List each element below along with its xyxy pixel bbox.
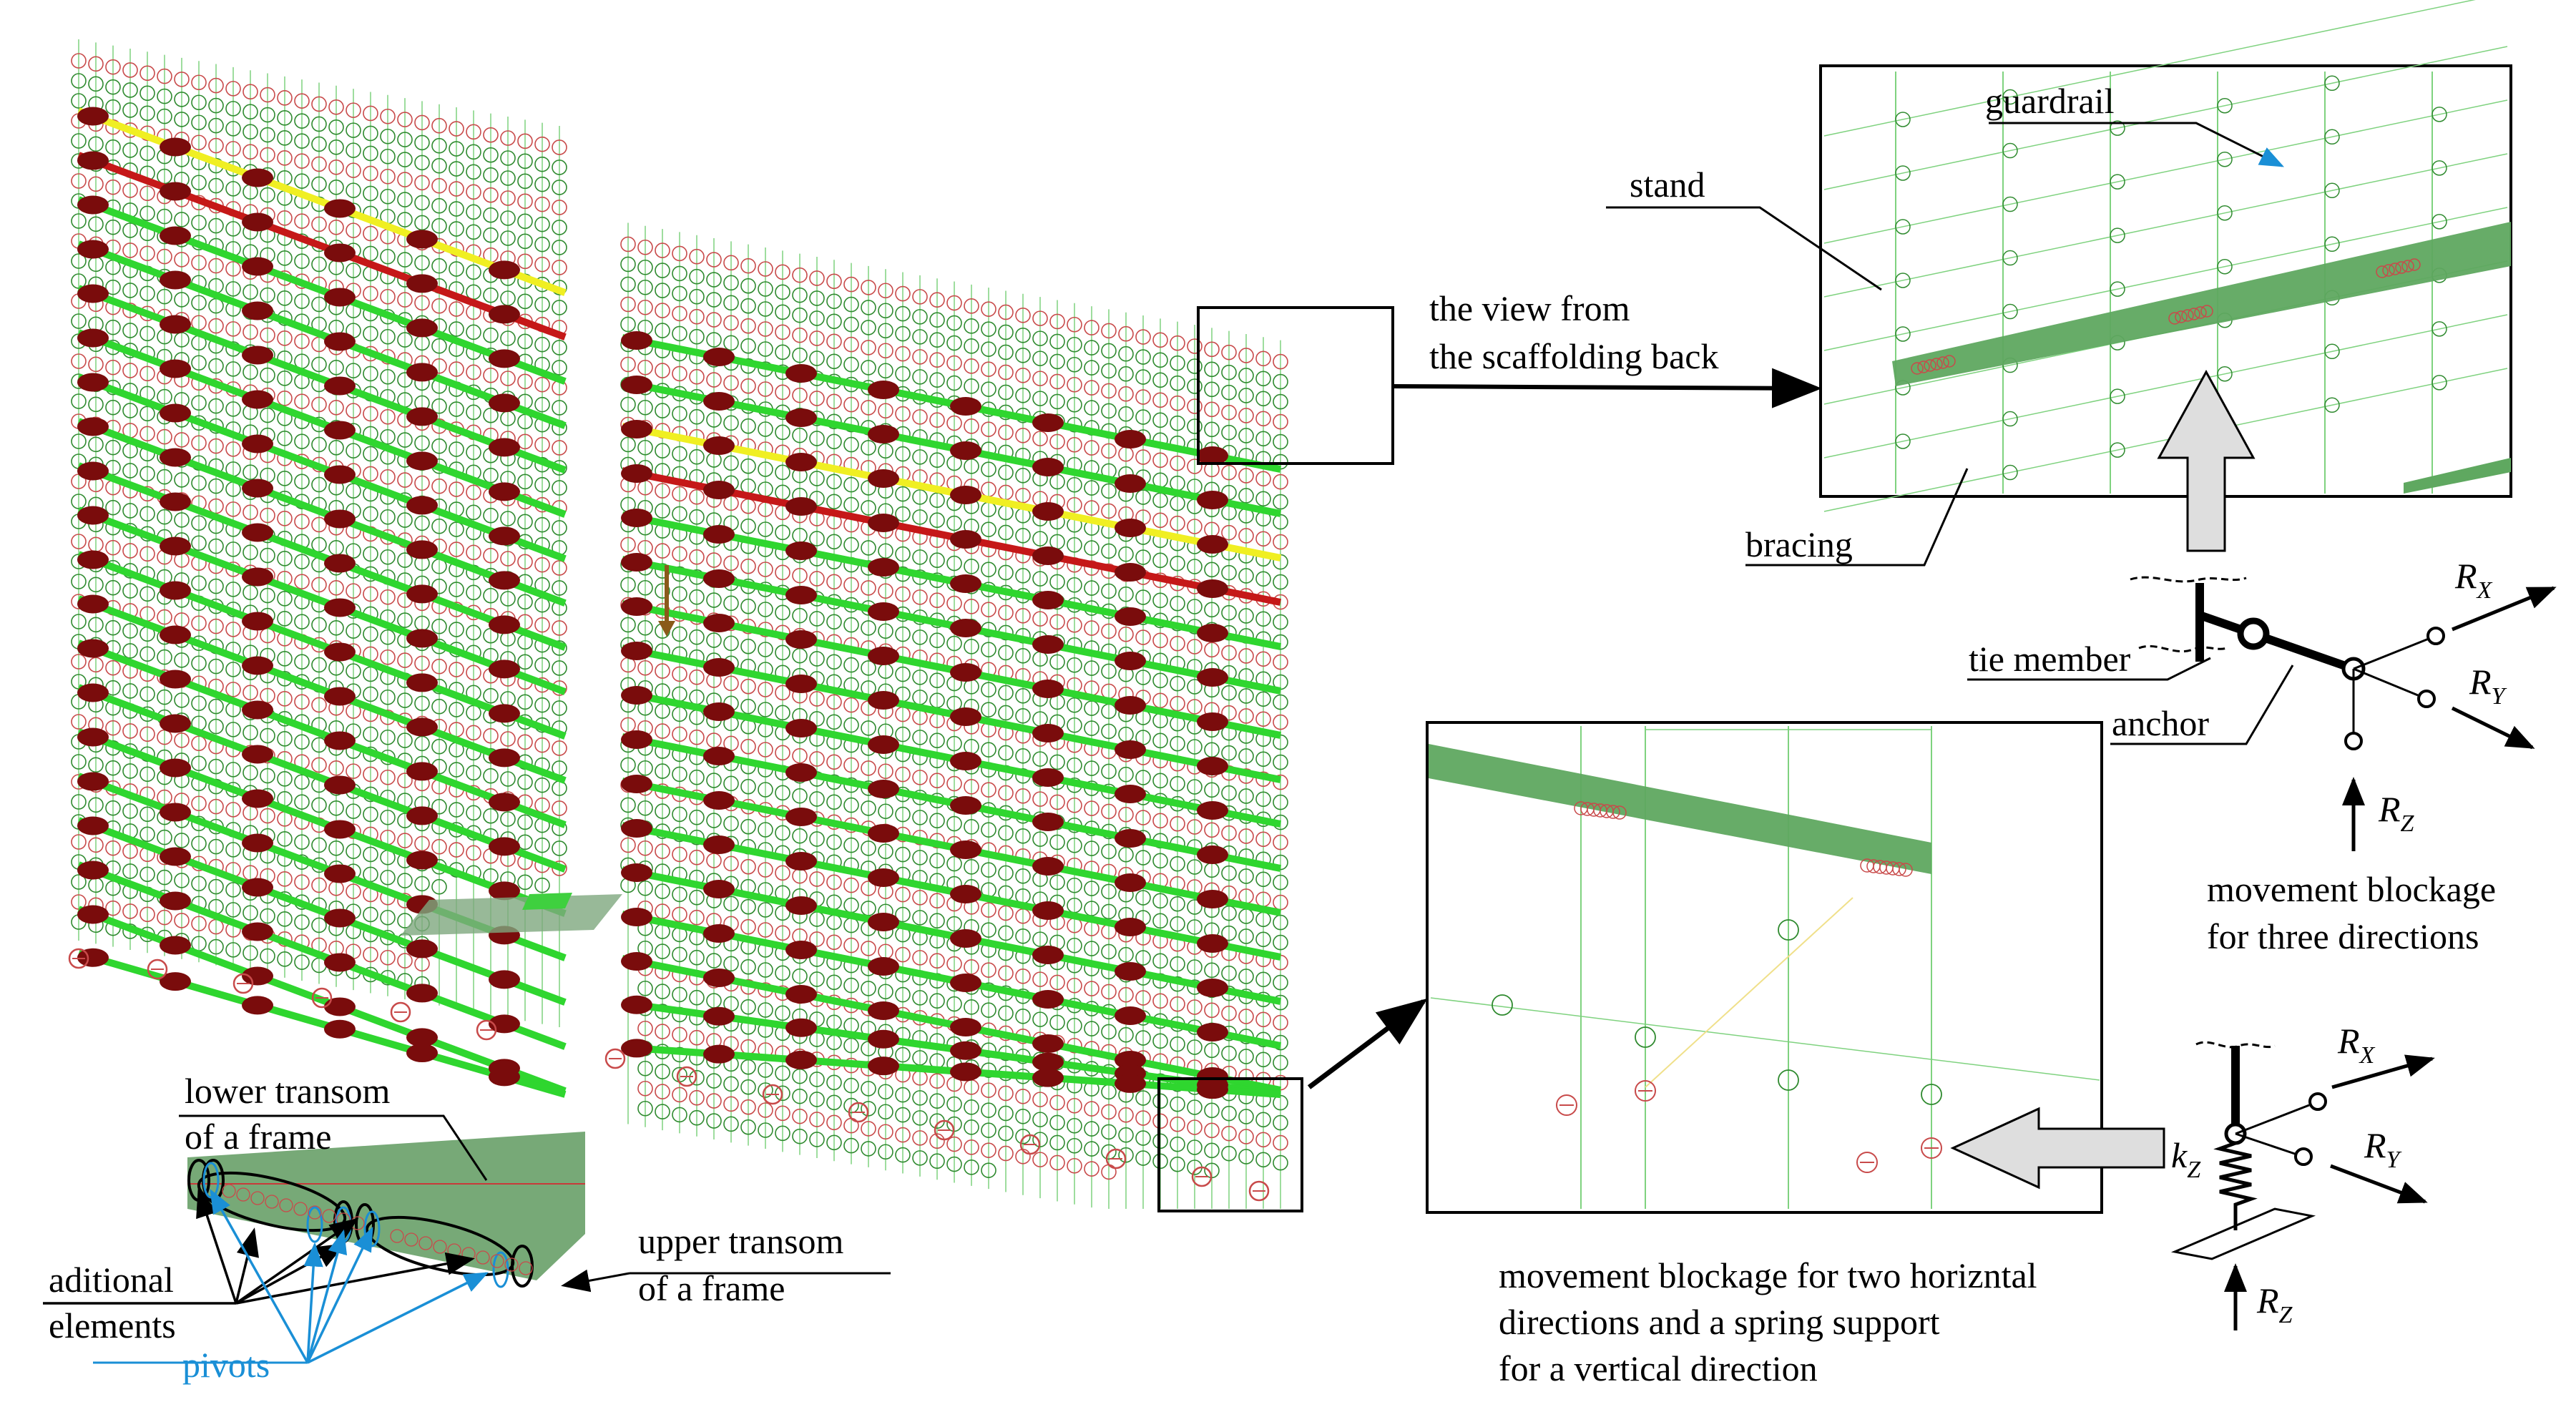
inset-bottom-plank (1429, 744, 1931, 874)
label-guardrail: guardrail (1985, 81, 2114, 121)
pivots-leaders (210, 1189, 489, 1364)
additional-elements-leaders (43, 1188, 475, 1305)
scaffolding-supports (68, 948, 1270, 1202)
inset-back-view (1819, 0, 2512, 512)
platform-plate (401, 894, 622, 936)
symbol-rz-bottom: RZ (2256, 1280, 2293, 1328)
label-stand: stand (1630, 165, 1705, 205)
label-view-line1: the view from (1429, 288, 1630, 328)
label-lower-transom-2: of a frame (185, 1117, 331, 1157)
symbol-rx-top: RX (2454, 556, 2493, 604)
grey-arrow-left (1950, 1107, 2165, 1190)
label-movement-two-1: movement blockage for two horizntal (1499, 1255, 2037, 1295)
symbol-rx-bottom: RX (2337, 1021, 2376, 1069)
leader-lines (179, 122, 2294, 1293)
platform-highlight (522, 893, 572, 910)
symbol-ry-bottom: RY (2364, 1125, 2402, 1173)
label-lower-transom-1: lower transom (185, 1071, 391, 1111)
label-movement-two-3: for a vertical direction (1499, 1348, 1818, 1388)
label-movement-two-2: directions and a spring support (1499, 1302, 1940, 1342)
label-movement-three-1: movement blockage (2207, 869, 2496, 909)
detail-box-top (1197, 306, 1394, 465)
label-upper-transom-2: of a frame (638, 1268, 785, 1308)
inset-plank (1892, 222, 2511, 386)
label-anchor: anchor (2112, 703, 2209, 743)
label-tie-member: tie member (1969, 639, 2131, 679)
label-additional-2: elements (49, 1305, 176, 1345)
arrow-to-back-view (1392, 368, 1822, 408)
spring-support-symbol (2170, 1041, 2435, 1330)
arrow-to-bottom-view (1307, 998, 1428, 1089)
label-view-line2: the scaffolding back (1429, 336, 1719, 376)
scaffolding-model (68, 39, 1288, 1209)
anchor-support-symbol (2130, 576, 2557, 851)
label-additional-1: aditional (49, 1260, 174, 1300)
scaffolding-joints (77, 107, 1228, 1099)
symbol-ry-top: RY (2469, 662, 2507, 710)
detail-box-bottom (1157, 1077, 1303, 1212)
symbol-rz-top: RZ (2378, 789, 2415, 837)
grey-arrow-up (2157, 369, 2256, 552)
symbol-kz: kZ (2171, 1135, 2201, 1183)
frame-detail (187, 1132, 585, 1288)
label-movement-three-2: for three directions (2207, 916, 2479, 956)
label-upper-transom-1: upper transom (638, 1221, 844, 1261)
label-bracing: bracing (1745, 524, 1853, 564)
label-pivots: pivots (182, 1345, 270, 1385)
